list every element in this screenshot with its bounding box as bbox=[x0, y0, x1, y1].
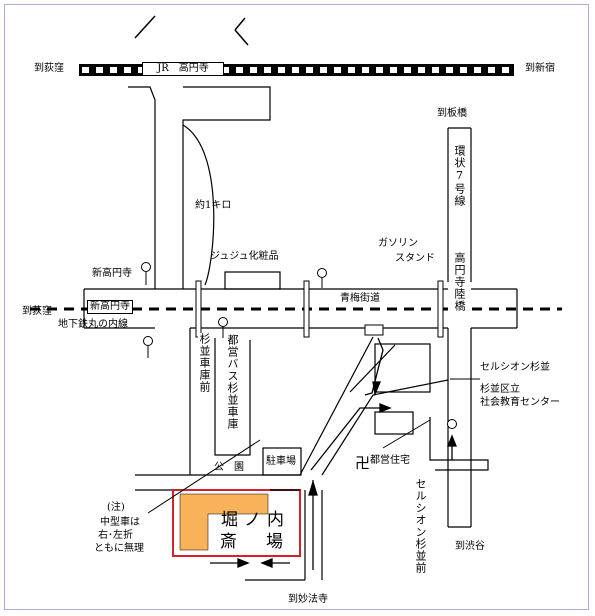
label-ome-kaido: 青梅街道 bbox=[340, 293, 380, 304]
label-to-shinjuku: 到新宿 bbox=[525, 63, 555, 74]
top-road-marks bbox=[134, 15, 249, 46]
label-horinouchi: 堀ノ内 bbox=[221, 510, 290, 530]
label-toei-bus: 都営バス杉並車庫 bbox=[226, 334, 239, 430]
label-to-itabashi: 到板橋 bbox=[437, 108, 467, 119]
label-koenji-rikkyo: 高円寺陸橋 bbox=[453, 252, 466, 312]
label-to-ogikubo-top: 到荻窪 bbox=[34, 63, 64, 74]
label-saijo: 斎 場 bbox=[220, 532, 289, 552]
bus-stop-icons bbox=[141, 262, 457, 429]
label-note-title: (注) bbox=[107, 502, 125, 513]
label-juju-keshouhin: ジュジュ化粧品 bbox=[210, 251, 279, 262]
temple-icon: 卍 bbox=[355, 454, 370, 472]
toei-leader-line bbox=[382, 419, 431, 449]
route-arrows bbox=[210, 337, 457, 570]
label-to-myohoji: 到妙法寺 bbox=[288, 594, 328, 605]
label-note-3: ともに無理 bbox=[94, 543, 144, 554]
bus-depot-roads bbox=[135, 271, 489, 491]
diagonal-roads bbox=[245, 336, 449, 581]
label-note-1: 中型車は bbox=[100, 517, 140, 528]
label-metro-marunouchi: 地下鉄丸の内線 bbox=[58, 319, 128, 330]
label-jr-koenji: JR 高円寺 bbox=[142, 62, 224, 76]
note-leader-line bbox=[147, 439, 261, 514]
label-to-ogikubo-mid: 到荻窪 bbox=[22, 306, 52, 317]
label-shinkoenji-top: 新高円寺 bbox=[92, 268, 132, 279]
kanjo7-road bbox=[447, 127, 472, 528]
pedestrian-bridges bbox=[195, 280, 444, 338]
label-shakai-kyoiku: 社会教育センター bbox=[480, 397, 560, 408]
label-cellcion-suginami-mae: セルシオン杉並前 bbox=[414, 478, 427, 574]
label-suginami-shako-mae: 杉並車庫前 bbox=[198, 333, 211, 393]
label-kanjo7: 環状7号線 bbox=[453, 145, 466, 207]
label-yaku-1km: 約1キロ bbox=[195, 200, 232, 211]
label-toei-jutaku: 都営住宅 bbox=[370, 455, 410, 466]
label-cellcion-suginami: セルシオン杉並 bbox=[480, 362, 550, 373]
map-frame bbox=[4, 4, 589, 610]
koenji-road bbox=[128, 86, 271, 289]
label-to-shibuya: 到渋谷 bbox=[455, 541, 485, 552]
label-shinkoenji-sign: 新高円寺 bbox=[87, 300, 133, 314]
label-note-2: 右･左折 bbox=[98, 530, 133, 541]
horinouchi-venue-building bbox=[172, 489, 301, 557]
label-parking: 駐車場 bbox=[266, 456, 296, 467]
label-suginami-kuritsu: 杉並区立 bbox=[480, 384, 520, 395]
label-park: 公 園 bbox=[214, 462, 244, 473]
label-gasoline: ガソリン bbox=[378, 238, 418, 249]
label-stand: スタンド bbox=[395, 253, 435, 264]
